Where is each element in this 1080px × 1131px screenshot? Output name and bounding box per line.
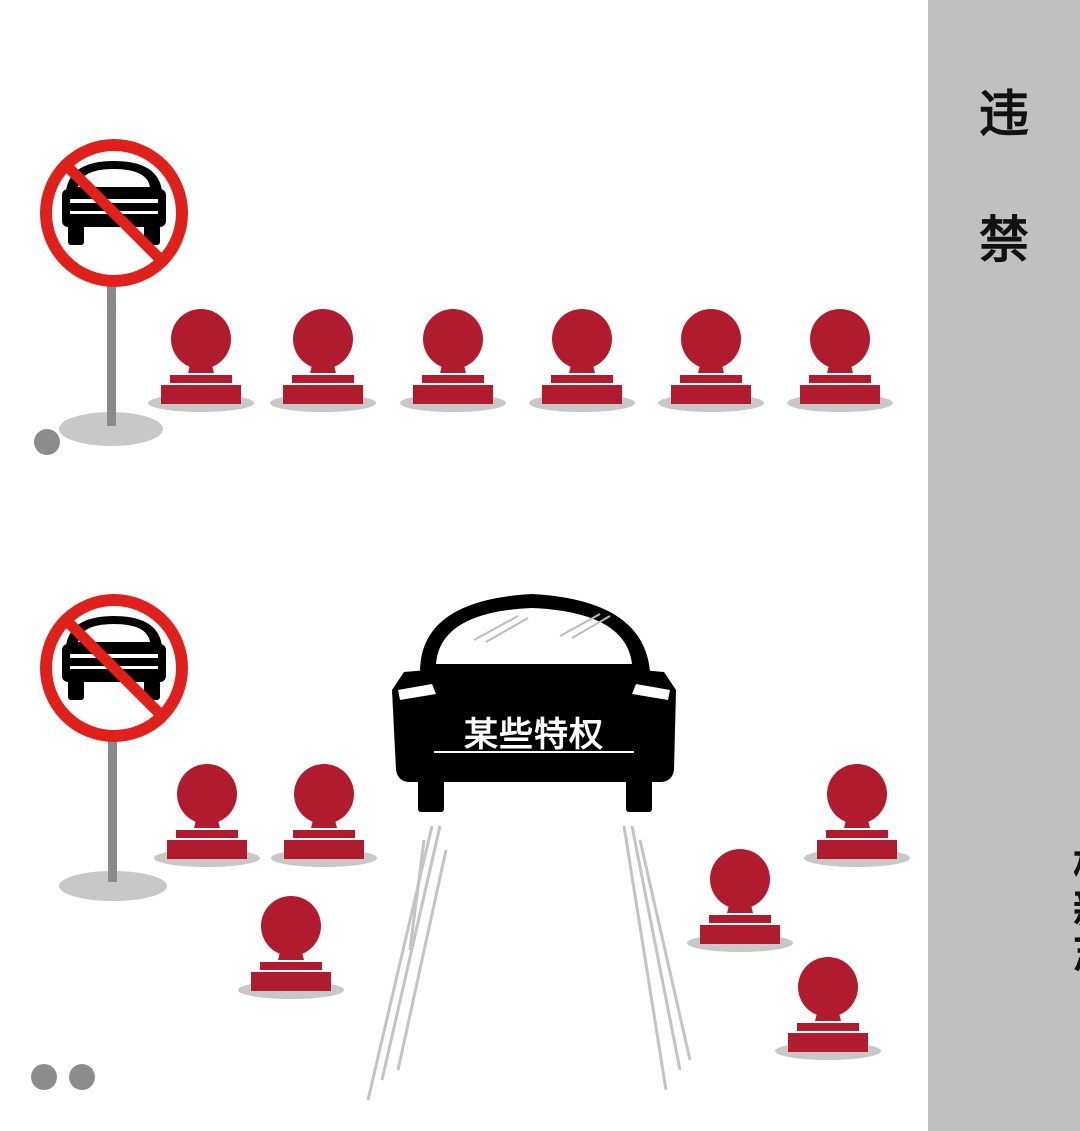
no-cars-sign-icon: [46, 600, 182, 736]
title-char-1: 违: [979, 84, 1029, 143]
stamps-left: [154, 764, 377, 999]
official-seal-stamp-icon: [154, 764, 260, 867]
official-seal-stamp-icon: [804, 764, 910, 867]
title-char-2: 禁: [979, 210, 1029, 269]
official-seal-stamp-icon: [658, 309, 764, 412]
tire-tracks: [366, 825, 692, 1101]
car-label: 某些特权: [464, 715, 604, 755]
sign-pole: [108, 740, 117, 882]
official-seal-stamp-icon: [271, 764, 377, 867]
title-sidebar: 违 禁 杨新志: [928, 0, 1080, 1131]
official-seal-stamp-icon: [238, 896, 344, 999]
official-seal-stamp-icon: [270, 309, 376, 412]
no-cars-sign-icon: [46, 145, 182, 281]
stamps-right: [687, 764, 910, 1060]
bottom-panel: 某些特权: [31, 594, 910, 1101]
panel-marker-dot: [34, 429, 60, 455]
car-rear-icon: 某些特权: [392, 594, 676, 812]
official-seal-stamp-icon: [400, 309, 506, 412]
official-seal-stamp-icon: [529, 309, 635, 412]
official-seal-stamp-icon: [775, 957, 881, 1060]
official-seal-stamp-icon: [787, 309, 893, 412]
top-panel: [34, 145, 893, 455]
stamp-row-top: [148, 309, 893, 412]
official-seal-stamp-icon: [148, 309, 254, 412]
panel-marker-dots: [31, 1064, 95, 1090]
sign-pole: [107, 284, 116, 426]
official-seal-stamp-icon: [687, 849, 793, 952]
author-name: 杨新志: [1065, 842, 1080, 974]
cartoon-illustration: 某些特权: [31, 0, 910, 1101]
